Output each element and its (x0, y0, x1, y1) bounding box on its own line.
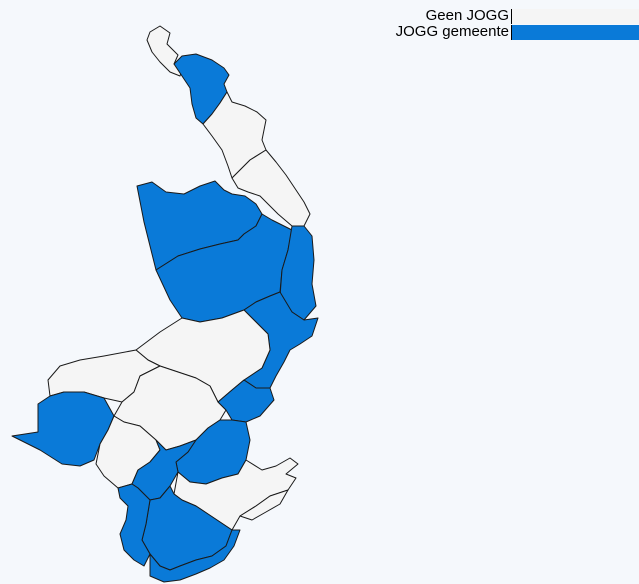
region-north-east-strip[interactable] (231, 149, 311, 227)
region-south-east-small[interactable] (217, 379, 275, 423)
legend-swatch-jogg-gemeente (511, 24, 639, 40)
legend-row-geen-jogg: Geen JOGG (339, 8, 639, 24)
region-south-east-small-white[interactable] (239, 489, 289, 521)
legend-swatch-geen-jogg (511, 8, 639, 24)
legend-label: JOGG gemeente (395, 23, 509, 40)
legend-label: Geen JOGG (425, 7, 509, 24)
region-east-narrow[interactable] (279, 225, 317, 321)
region-far-south-west[interactable] (117, 483, 151, 567)
legend-row-jogg-gemeente: JOGG gemeente (339, 24, 639, 40)
region-southernmost[interactable] (149, 529, 241, 583)
legend: Geen JOGG JOGG gemeente (339, 8, 639, 40)
